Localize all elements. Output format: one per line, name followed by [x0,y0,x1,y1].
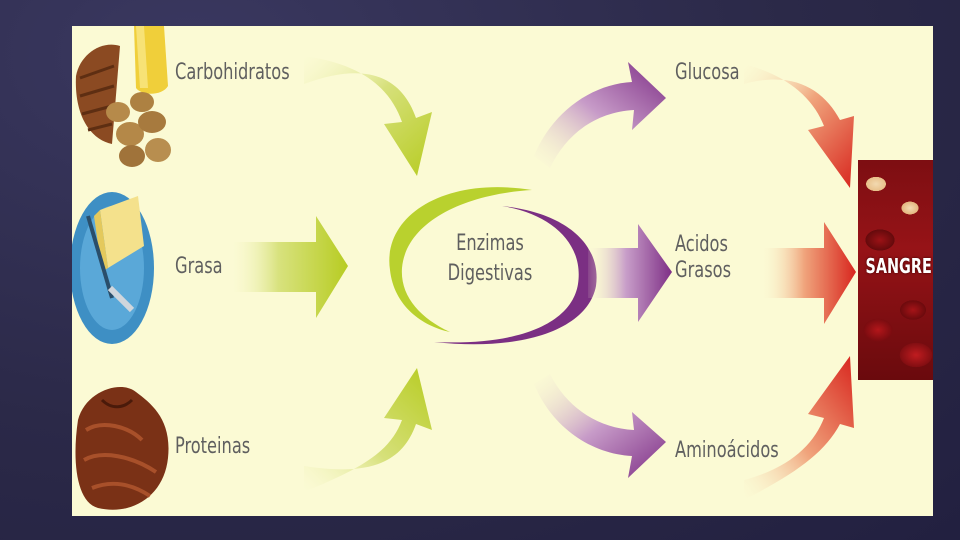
label-digestivas: Digestivas [447,260,533,286]
diagram-arrows [232,56,856,500]
label-aminoacidos: Aminoácidos [675,438,779,463]
arrow-acidos-grasos-to-sangre [762,222,856,324]
butter-plate-image [72,192,154,344]
arrow-aminoacidos-to-sangre [744,356,854,500]
arrow-enzimas-to-acidos-grasos [588,224,672,322]
enzimas-ring-green-arc [389,187,532,332]
meat-image [75,387,169,510]
arrow-carbohidratos-to-enzimas [304,56,432,176]
sangre-blood-image: SANGRE [858,160,933,380]
label-sangre: SANGRE [865,254,932,278]
arrow-enzimas-to-glucosa [534,62,666,168]
label-acidos-grasos: Acidos Grasos [675,232,732,284]
label-carbohidratos: Carbohidratos [175,60,290,85]
label-enzimas-digestivas: Enzimas Digestivas [441,229,539,288]
arrow-enzimas-to-aminoacidos [534,374,666,478]
potatoes-basket-image [75,26,171,167]
label-proteinas: Proteinas [175,434,251,459]
arrow-grasa-to-enzimas [232,216,348,318]
label-enzimas: Enzimas [456,231,524,256]
label-grasa: Grasa [175,254,223,279]
arrow-glucosa-to-sangre [744,64,854,188]
digestion-diagram-panel: Carbohidratos Grasa Proteinas Enzimas Di… [72,26,933,516]
arrow-proteinas-to-enzimas [304,368,432,492]
label-glucosa: Glucosa [675,60,740,85]
